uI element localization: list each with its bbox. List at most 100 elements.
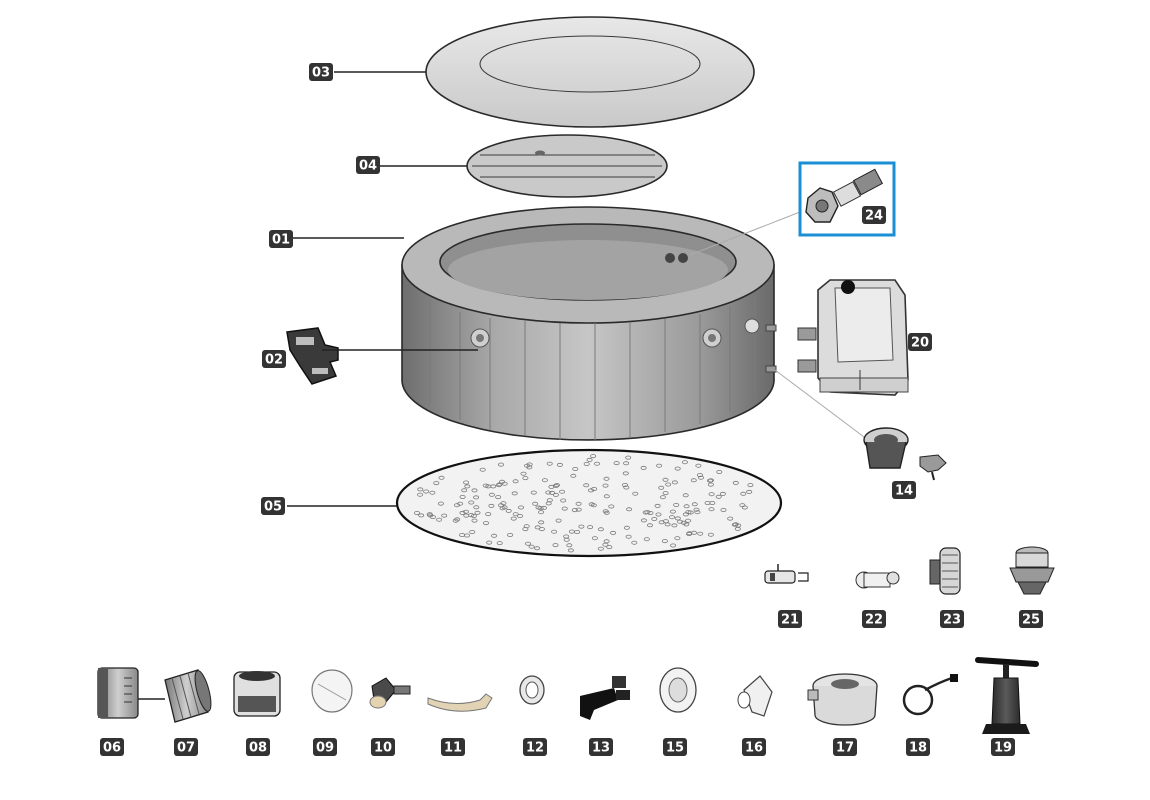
mat-dot [417, 487, 424, 492]
mat-dot [671, 523, 678, 528]
leader-line-24 [689, 211, 801, 256]
mat-dot [497, 462, 504, 467]
part-label-text: 03 [312, 66, 330, 81]
part-label-text: 07 [177, 741, 195, 756]
part-03-lid-cover [425, 16, 755, 128]
part-23-valve-cap [929, 547, 961, 595]
mat-dot [674, 466, 681, 471]
mat-dot [423, 489, 430, 494]
mat-dot [433, 481, 440, 486]
mat-dot [715, 494, 722, 499]
part-label-text: 18 [909, 741, 927, 756]
part-label-badge [991, 738, 1015, 756]
mat-dot [680, 520, 687, 525]
mat-dot [734, 526, 741, 531]
mat-dot [568, 529, 575, 534]
part-15-strainer-cap [659, 667, 697, 713]
mat-dot [524, 463, 531, 468]
part-label-text: 11 [444, 741, 462, 756]
mat-dot [499, 479, 506, 484]
mat-dot [572, 466, 579, 471]
mat-dot [640, 518, 647, 523]
part-10-valve-plug [369, 677, 411, 709]
part-label-16: 16 [742, 738, 766, 756]
part-label-04: 04 [356, 156, 380, 174]
part-label-06: 06 [100, 738, 124, 756]
mat-dot [495, 495, 502, 500]
part-label-text: 16 [745, 741, 763, 756]
mat-dot [520, 471, 527, 476]
mat-dot [720, 507, 727, 512]
mat-dot [532, 501, 539, 506]
part-label-24: 24 [862, 206, 886, 224]
mat-dot [501, 505, 508, 510]
mat-dot [559, 489, 566, 494]
mat-dot [640, 465, 647, 470]
mat-dot [708, 507, 715, 512]
part-label-text: 15 [666, 741, 684, 756]
part-label-15: 15 [663, 738, 687, 756]
mat-dot [707, 482, 714, 487]
part-label-badge [269, 230, 293, 248]
mat-dot [656, 463, 663, 468]
part-label-text: 08 [249, 741, 267, 756]
part-label-text: 17 [836, 741, 854, 756]
mat-dot [669, 515, 676, 520]
mat-dot [561, 506, 568, 511]
part-label-badge [356, 156, 380, 174]
part-label-03: 03 [309, 63, 333, 81]
part-18-power-cord [902, 674, 958, 716]
part-label-badge [1019, 610, 1043, 628]
mat-dot [438, 475, 445, 480]
mat-dot [673, 502, 680, 507]
mat-dot [473, 505, 480, 510]
mat-dot [575, 501, 582, 506]
part-label-text: 12 [526, 741, 544, 756]
mat-dot [707, 532, 714, 537]
mat-dot [658, 485, 665, 490]
mat-dot [522, 527, 529, 532]
part-label-badge [100, 738, 124, 756]
part-label-badge [313, 738, 337, 756]
mat-dot [496, 541, 503, 546]
mat-dot [732, 522, 739, 527]
mat-dot [463, 513, 470, 518]
mat-dot [602, 509, 609, 514]
part-label-23: 23 [940, 610, 964, 628]
mat-dot [578, 524, 585, 529]
part-label-badge [778, 610, 802, 628]
mat-dot [459, 494, 466, 499]
mat-dot [662, 519, 669, 524]
mat-dot [661, 539, 668, 544]
part-08-filter-cover [233, 671, 281, 717]
mat-dot [651, 517, 658, 522]
mat-dot [571, 508, 578, 513]
part-label-02: 02 [262, 350, 286, 368]
mat-dot [625, 534, 632, 539]
part-label-badge [174, 738, 198, 756]
mat-dot [418, 513, 425, 518]
mat-dot [669, 509, 676, 514]
mat-dot [709, 500, 716, 505]
mat-dot [522, 476, 529, 481]
part-label-badge [663, 738, 687, 756]
mat-dot [681, 460, 688, 465]
mat-dot [473, 495, 480, 500]
mat-dot [695, 463, 702, 468]
part-16-inflation-adapter [737, 675, 773, 717]
mat-dot [698, 475, 705, 480]
mat-dot [631, 540, 638, 545]
part-label-08: 08 [246, 738, 270, 756]
mat-dot [707, 478, 714, 483]
mat-dot [566, 543, 573, 548]
mat-dot [463, 480, 470, 485]
mat-dot [683, 504, 690, 509]
part-label-badge [246, 738, 270, 756]
mat-dot [488, 492, 495, 497]
mat-dot [740, 491, 747, 496]
mat-dot [686, 531, 693, 536]
mat-dot [662, 491, 669, 496]
mat-dot [563, 537, 570, 542]
mat-dot [549, 490, 556, 495]
part-label-text: 06 [103, 741, 121, 756]
